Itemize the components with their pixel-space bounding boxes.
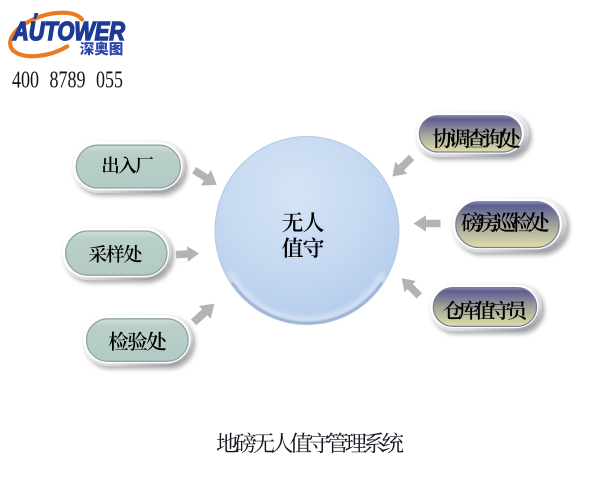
svg-text:400 8789 055: 400 8789 055 [12, 66, 123, 93]
svg-text:AUTOWER: AUTOWER [12, 18, 125, 46]
